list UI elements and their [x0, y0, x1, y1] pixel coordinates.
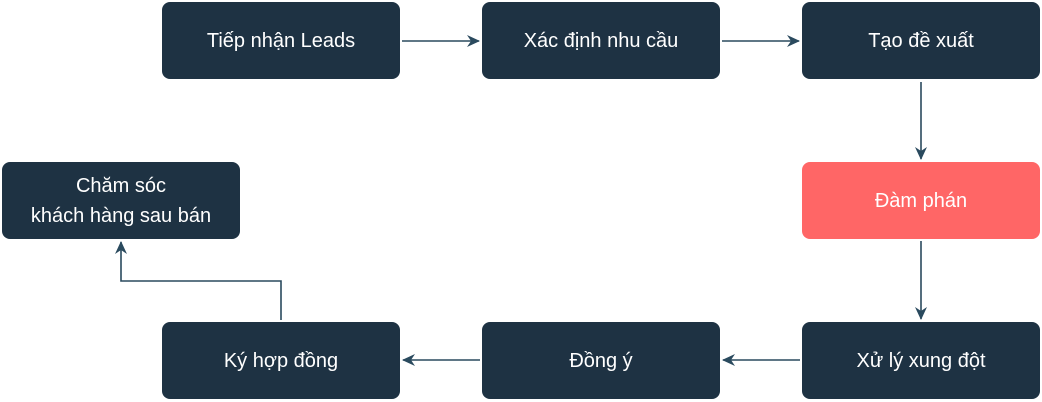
node-cham-soc-khach-hang: Chăm sóc khách hàng sau bán: [2, 162, 240, 239]
node-xac-dinh-nhu-cau: Xác định nhu cầu: [482, 2, 720, 79]
node-dong-y: Đồng ý: [482, 322, 720, 399]
node-label: Tiếp nhận Leads: [206, 29, 356, 52]
node-ky-hop-dong: Ký hợp đồng: [162, 322, 400, 399]
node-label: Tạo đề xuất: [868, 29, 974, 52]
node-xu-ly-xung-dot: Xử lý xung đột: [802, 322, 1040, 399]
node-tiep-nhan-leads: Tiếp nhận Leads: [162, 2, 400, 79]
node-dam-phan: Đàm phán: [802, 162, 1040, 239]
arrow-ky-hop-dong-to-cham-soc: [115, 241, 282, 320]
node-label: Xử lý xung đột: [856, 349, 986, 372]
node-label-line-1: Chăm sóc: [75, 174, 167, 197]
node-label: Xác định nhu cầu: [523, 29, 679, 52]
node-label: Ký hợp đồng: [223, 349, 339, 372]
node-label: Đàm phán: [874, 189, 968, 212]
node-label: Đồng ý: [569, 349, 633, 372]
node-tao-de-xuat: Tạo đề xuất: [802, 2, 1040, 79]
node-label-line-2: khách hàng sau bán: [30, 204, 212, 227]
